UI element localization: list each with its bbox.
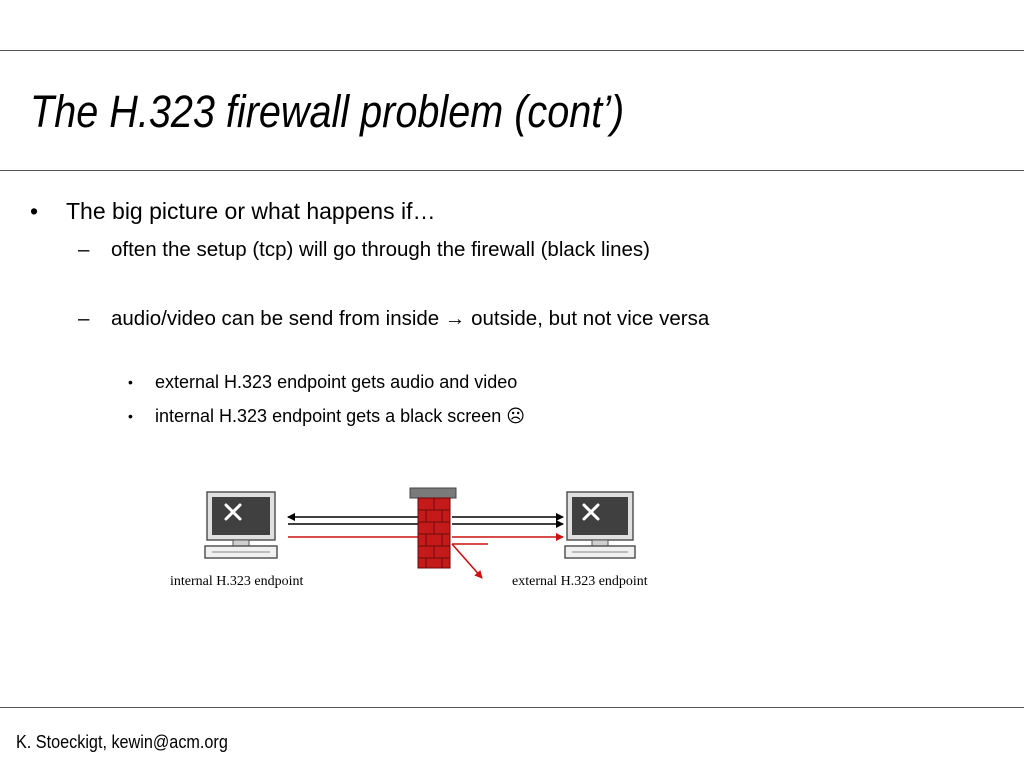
bullet-marker: • xyxy=(30,198,39,224)
top-rule xyxy=(0,50,1024,51)
sub-sub-bullet-text: external H.323 endpoint gets audio and v… xyxy=(155,372,518,392)
slide-title: The H.323 firewall problem (cont’) xyxy=(30,86,625,137)
computer-icon xyxy=(204,491,278,559)
footer-rule xyxy=(0,707,1024,708)
sub-sub-bullet-text: internal H.323 endpoint gets a black scr… xyxy=(155,406,525,426)
media-line-rejected xyxy=(451,543,483,579)
title-underline xyxy=(0,170,1024,171)
computer-icon xyxy=(564,491,636,559)
sub-bullet-text: often the setup (tcp) will go through th… xyxy=(111,238,650,261)
firewall-diagram-svg xyxy=(204,487,636,579)
bullet-marker: • xyxy=(128,374,133,390)
sub-bullet-text: audio/video can be send from inside → ou… xyxy=(111,307,710,330)
external-endpoint-label: external H.323 endpoint xyxy=(512,574,648,589)
bullet-text: The big picture or what happens if… xyxy=(66,198,436,224)
footer-author: K. Stoeckigt, kewin@acm.org xyxy=(16,732,228,752)
firewall-icon xyxy=(409,487,457,569)
dash-marker: – xyxy=(78,307,90,330)
dash-marker: – xyxy=(78,238,90,261)
firewall-diagram: internal H.323 endpoint external H.323 e… xyxy=(160,480,700,600)
bullet-marker: • xyxy=(128,408,133,424)
internal-endpoint-label: internal H.323 endpoint xyxy=(170,574,304,589)
